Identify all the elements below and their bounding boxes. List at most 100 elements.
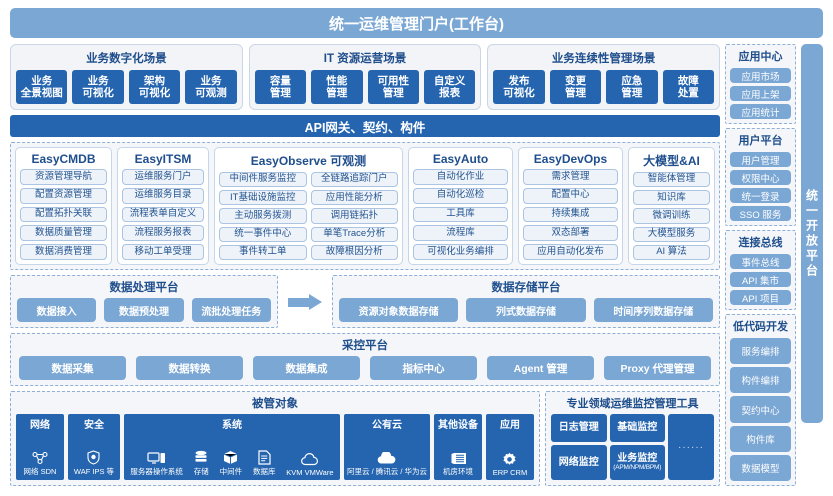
acquisition-chip[interactable]: 数据采集 xyxy=(19,356,126,380)
rail-item[interactable]: SSO 服务 xyxy=(730,206,791,221)
product-item[interactable]: 智能体管理 xyxy=(633,172,710,188)
data-processing-chip[interactable]: 数据预处理 xyxy=(104,298,184,322)
product-item[interactable]: 故障根因分析 xyxy=(310,244,398,261)
acquisition-chip[interactable]: 数据集成 xyxy=(253,356,360,380)
managed-item[interactable]: KVM VMWare xyxy=(286,432,334,477)
product-item[interactable]: 可视化业务编排 xyxy=(413,244,508,260)
data-storage-chip[interactable]: 资源对象数据存储 xyxy=(339,298,459,322)
product-item[interactable]: 统一事件中心 xyxy=(219,226,307,242)
rail-item[interactable]: 事件总线 xyxy=(730,254,791,269)
product-item[interactable]: 数据质量管理 xyxy=(20,225,107,242)
product-item[interactable]: 应用自动化发布 xyxy=(523,244,618,260)
rail-item[interactable]: 契约中心 xyxy=(730,396,791,423)
rail-item[interactable]: 构件编排 xyxy=(730,367,791,394)
tools-more-ellipsis[interactable]: ······ xyxy=(668,414,714,480)
product-item[interactable]: 调用链拓扑 xyxy=(310,208,398,224)
product-item[interactable]: 运维服务目录 xyxy=(122,187,204,204)
product-item[interactable]: 工具库 xyxy=(413,206,508,223)
product-item[interactable]: 应用性能分析 xyxy=(310,190,398,206)
product-item[interactable]: 持续集成 xyxy=(523,206,618,223)
rail-item[interactable]: 服务编排 xyxy=(730,338,791,365)
managed-group-network[interactable]: 网络 网络 SDN xyxy=(16,414,64,480)
product-item[interactable]: 流程服务报表 xyxy=(122,225,204,242)
product-item[interactable]: IT基础设施监控 xyxy=(219,190,307,206)
rack-icon xyxy=(450,451,467,465)
scene-chip[interactable]: 自定义报表 xyxy=(423,70,476,104)
product-item[interactable]: 自动化巡检 xyxy=(413,187,508,204)
product-item[interactable]: 运维服务门户 xyxy=(122,169,204,185)
scene-chip[interactable]: 故障处置 xyxy=(662,70,715,104)
storage-stack-icon xyxy=(194,450,208,465)
data-storage-chip[interactable]: 列式数据存储 xyxy=(466,298,586,322)
acquisition-chip[interactable]: Agent 管理 xyxy=(487,356,594,380)
scene-chip[interactable]: 业务可观测 xyxy=(185,70,237,104)
product-item[interactable]: 流程表单自定义 xyxy=(122,206,204,223)
product-item[interactable]: 双态部署 xyxy=(523,225,618,242)
product-item[interactable]: 数据消费管理 xyxy=(20,244,107,260)
scene-chip[interactable]: 发布可视化 xyxy=(493,70,545,104)
data-storage-chip[interactable]: 时间序列数据存储 xyxy=(593,298,713,322)
data-processing-chip[interactable]: 数据接入 xyxy=(17,298,97,322)
product-item[interactable]: 配置资源管理 xyxy=(20,187,107,204)
acquisition-chip[interactable]: 数据转换 xyxy=(136,356,243,380)
product-item[interactable]: 资源管理导航 xyxy=(20,169,107,185)
rail-item[interactable]: 权限中心 xyxy=(730,170,791,185)
product-item[interactable]: 单笔Trace分析 xyxy=(310,226,398,242)
product-item[interactable]: 需求管理 xyxy=(523,169,618,185)
product-item[interactable]: 主动服务拨测 xyxy=(219,208,307,224)
scene-chip[interactable]: 架构可视化 xyxy=(128,70,181,104)
managed-group-other-devices[interactable]: 其他设备 机房环境 xyxy=(434,414,482,480)
managed-group-system[interactable]: 系统 服务器操作系统 xyxy=(124,414,340,480)
data-processing-chip[interactable]: 流批处理任务 xyxy=(191,298,271,322)
tool-chip-network-monitoring[interactable]: 网络监控 xyxy=(551,444,607,480)
tool-chip-log-management[interactable]: 日志管理 xyxy=(551,414,607,442)
rail-item[interactable]: 构件库 xyxy=(730,425,791,452)
product-item[interactable]: 中间件服务监控 xyxy=(219,172,307,188)
product-title: EasyAuto xyxy=(432,152,489,166)
rail-item[interactable]: 应用市场 xyxy=(730,68,791,83)
scene-chip[interactable]: 应急管理 xyxy=(606,70,658,104)
product-item[interactable]: 知识库 xyxy=(633,190,710,206)
managed-item[interactable]: WAF IPS 等 xyxy=(74,432,114,477)
product-item[interactable]: 大模型服务 xyxy=(633,226,710,242)
managed-item[interactable]: 阿里云 / 腾讯云 / 华为云 xyxy=(347,432,427,477)
product-item[interactable]: 流程库 xyxy=(413,225,508,242)
scene-chip[interactable]: 变更管理 xyxy=(549,70,602,104)
managed-item[interactable]: 机房环境 xyxy=(443,432,473,477)
managed-item[interactable]: 数据库 xyxy=(253,432,275,477)
tool-chip-business-monitoring[interactable]: 业务监控 (APM/NPM/BPM) xyxy=(609,444,665,480)
managed-item[interactable]: ERP CRM xyxy=(493,432,527,477)
product-item[interactable]: 配置中心 xyxy=(523,187,618,204)
scene-chip[interactable]: 业务可视化 xyxy=(72,70,124,104)
product-item[interactable]: 配置拓扑关联 xyxy=(20,206,107,223)
rail-item[interactable]: API 集市 xyxy=(730,272,791,287)
product-item[interactable]: AI 算法 xyxy=(633,244,710,261)
scene-chip[interactable]: 性能管理 xyxy=(311,70,363,104)
rail-item[interactable]: 用户管理 xyxy=(730,152,791,167)
scene-chip[interactable]: 容量管理 xyxy=(254,70,307,104)
acquisition-chip[interactable]: 指标中心 xyxy=(370,356,477,380)
managed-item[interactable]: 服务器操作系统 xyxy=(130,432,183,477)
product-item[interactable]: 移动工单受理 xyxy=(122,244,204,260)
product-item-columns: 自动化作业 自动化巡检 工具库 流程库 可视化业务编排 xyxy=(413,169,508,260)
tool-chip-infrastructure-monitoring[interactable]: 基础监控 xyxy=(609,414,665,442)
product-item[interactable]: 微调训练 xyxy=(633,208,710,224)
rail-item[interactable]: 数据模型 xyxy=(730,454,791,482)
rail-item[interactable]: 应用上架 xyxy=(730,86,791,101)
managed-group-application[interactable]: 应用 ERP CRM xyxy=(486,414,534,480)
managed-item[interactable]: 存储 xyxy=(194,432,209,477)
product-item[interactable]: 全链路追踪门户 xyxy=(310,172,398,188)
tool-label: 日志管理 xyxy=(558,422,599,434)
rail-item[interactable]: 统一登录 xyxy=(730,188,791,203)
scene-chip[interactable]: 可用性管理 xyxy=(367,70,419,104)
rail-item[interactable]: 应用统计 xyxy=(730,104,791,119)
acquisition-chip[interactable]: Proxy 代理管理 xyxy=(604,356,711,380)
managed-item[interactable]: 网络 SDN xyxy=(24,432,56,477)
product-item[interactable]: 事件转工单 xyxy=(219,244,307,261)
product-item[interactable]: 自动化作业 xyxy=(413,169,508,185)
managed-item[interactable]: 中间件 xyxy=(220,432,242,477)
managed-group-public-cloud[interactable]: 公有云 阿里云 / 腾讯云 / 华为云 xyxy=(343,414,430,480)
rail-item[interactable]: API 项目 xyxy=(730,290,791,305)
managed-group-security[interactable]: 安全 WAF IPS 等 xyxy=(68,414,120,480)
scene-chip[interactable]: 业务全景视图 xyxy=(16,70,68,104)
